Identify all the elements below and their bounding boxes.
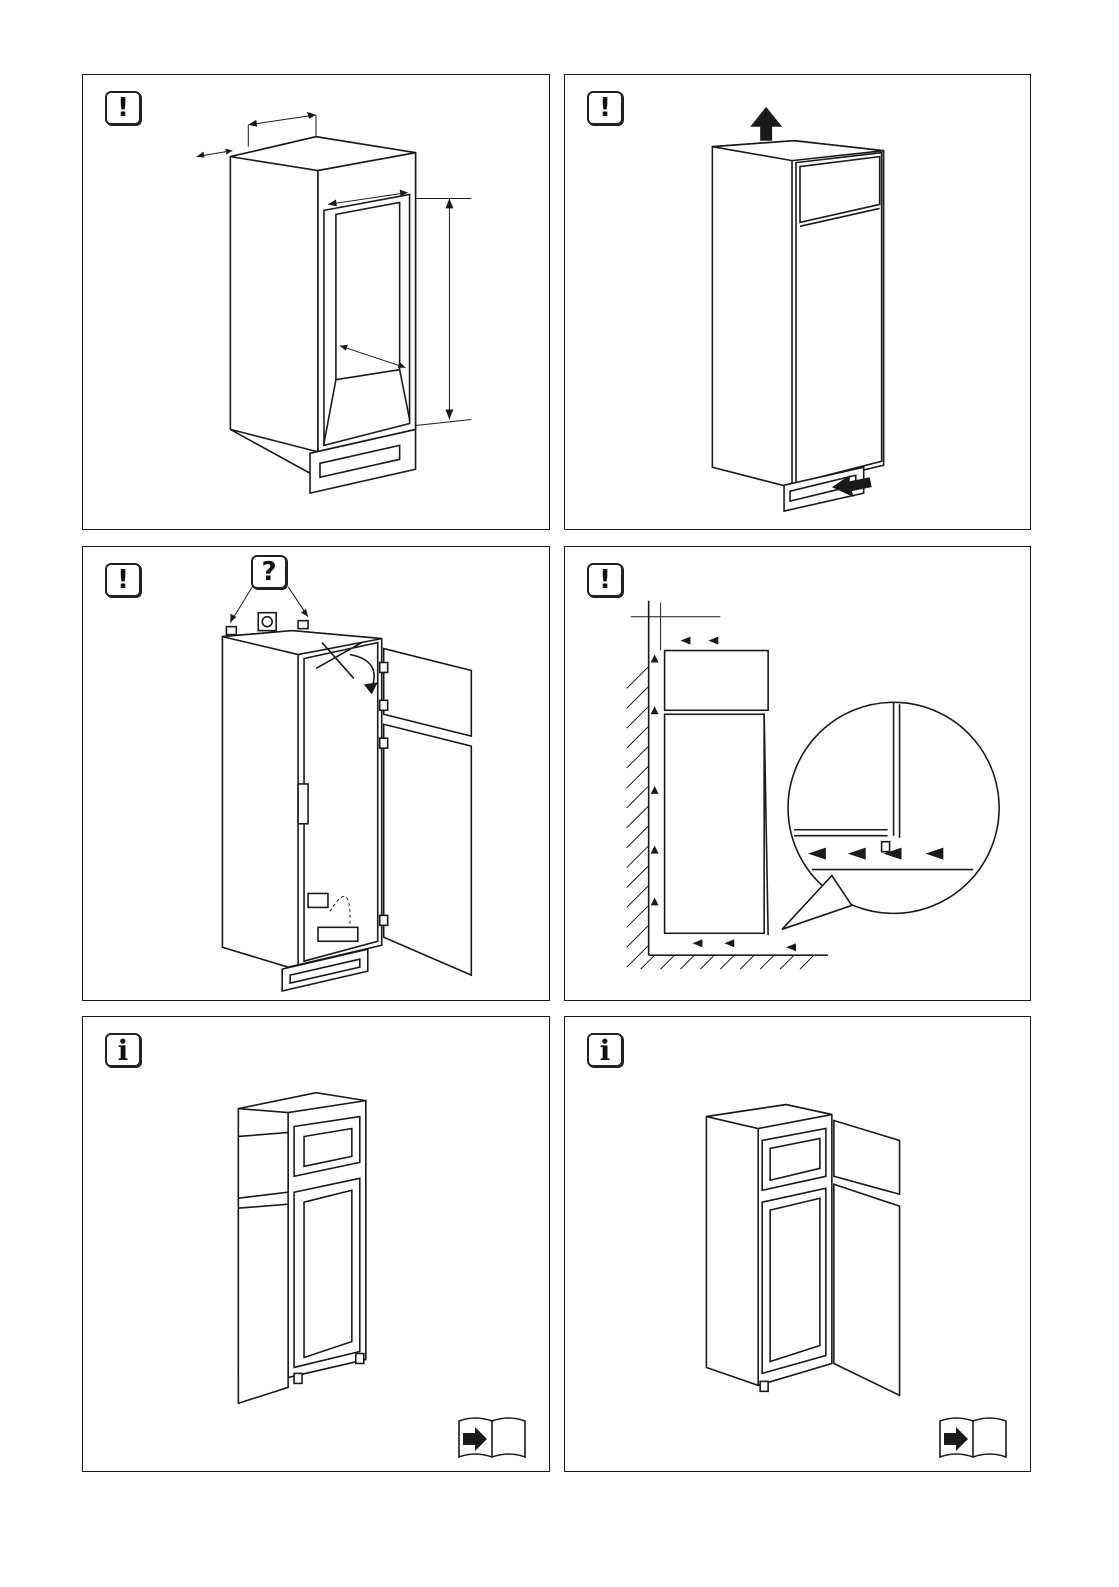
panel-door-reversal: ! ? — [82, 546, 550, 1001]
panel-info-right-hinge: i — [564, 1016, 1031, 1472]
panel-niche-dimensions: ! — [82, 74, 550, 530]
appliance-right-door-drawing — [565, 1017, 1030, 1471]
insert-appliance-drawing — [565, 75, 1030, 529]
panel-insert-appliance: ! — [564, 74, 1031, 530]
door-hinge-drawing — [83, 547, 549, 1000]
manual-book-icon — [457, 1413, 527, 1459]
panel-info-left-hinge: i — [82, 1016, 550, 1472]
manual-book-icon — [938, 1413, 1008, 1459]
panel-ventilation: ! — [564, 546, 1031, 1001]
ventilation-drawing — [565, 547, 1030, 1000]
appliance-left-door-drawing — [83, 1017, 549, 1471]
cabinet-niche-drawing — [83, 75, 549, 529]
